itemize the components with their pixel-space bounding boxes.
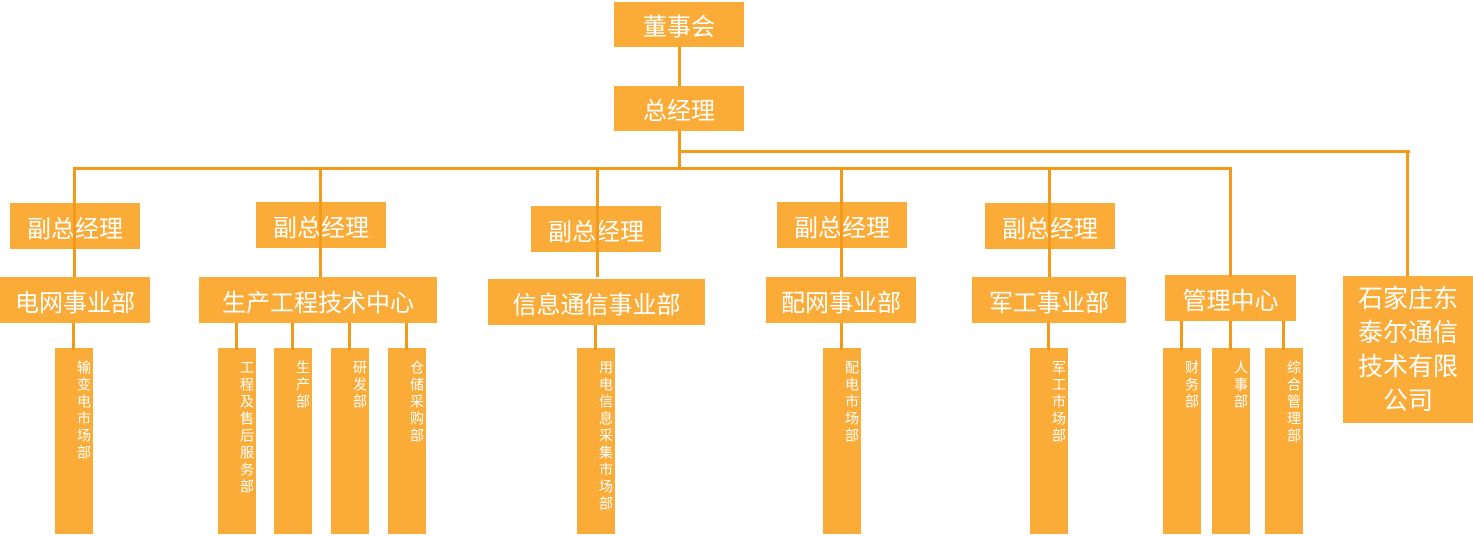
board-label: 董事会 [643, 13, 715, 41]
connector-line [1229, 167, 1232, 277]
connector-line [1047, 317, 1050, 350]
general-manager-box: 总经理 [614, 86, 744, 131]
department-box: 配电市场部 [823, 348, 861, 534]
board-box: 董事会 [614, 2, 744, 47]
department-box: 生产部 [274, 348, 312, 534]
department-box: 人事部 [1212, 348, 1250, 534]
general-manager-label: 总经理 [643, 97, 715, 125]
department-box: 研发部 [331, 348, 369, 534]
connector-line [594, 319, 597, 350]
division-label: 管理中心 [1182, 286, 1279, 315]
connector-line [319, 167, 322, 277]
department-label: 仓储采购部 [408, 360, 424, 445]
connector-line [291, 317, 294, 350]
connector-line [840, 167, 843, 277]
division-label: 信息通信事业部 [512, 290, 681, 319]
division-label: 军工事业部 [989, 288, 1109, 317]
department-box: 财务部 [1163, 348, 1201, 534]
connector-line [405, 317, 408, 350]
connector-line [1229, 315, 1232, 350]
division-box: 配网事业部 [766, 277, 916, 323]
division-box: 生产工程技术中心 [199, 277, 437, 323]
connector-line [678, 131, 681, 168]
department-label: 配电市场部 [843, 360, 859, 445]
connector-line [73, 167, 76, 277]
department-label: 生产部 [294, 360, 310, 411]
division-label: 电网事业部 [15, 288, 135, 317]
connector-line [235, 317, 238, 350]
division-box: 信息通信事业部 [488, 279, 705, 325]
connector-line [73, 167, 1232, 170]
department-label: 财务部 [1183, 360, 1199, 411]
subsidiary-box: 石家庄东泰尔通信技术有限公司 [1343, 276, 1473, 423]
department-box: 军工市场部 [1030, 348, 1068, 534]
division-box: 电网事业部 [0, 277, 150, 323]
department-label: 工程及售后服务部 [238, 360, 254, 496]
department-label: 综合管理部 [1285, 360, 1301, 445]
connector-line [1282, 315, 1285, 350]
department-label: 研发部 [351, 360, 367, 411]
connector-line [678, 47, 681, 86]
connector-line [840, 317, 843, 350]
division-label: 配网事业部 [781, 288, 901, 317]
division-box: 军工事业部 [972, 277, 1126, 323]
department-box: 仓储采购部 [388, 348, 426, 534]
department-label: 军工市场部 [1050, 360, 1066, 445]
division-label: 生产工程技术中心 [222, 288, 414, 317]
subsidiary-label: 石家庄东泰尔通信技术有限公司 [1357, 284, 1458, 415]
department-box: 输变电市场部 [55, 348, 93, 534]
connector-line [1406, 150, 1409, 276]
connector-line [678, 150, 1410, 153]
connector-line [348, 317, 351, 350]
connector-line [596, 167, 599, 277]
connector-line [72, 317, 75, 350]
department-label: 用电信息采集市场部 [597, 360, 613, 513]
department-label: 人事部 [1232, 360, 1248, 411]
department-box: 工程及售后服务部 [218, 348, 256, 534]
division-box: 管理中心 [1165, 275, 1296, 321]
connector-line [1048, 167, 1051, 277]
department-box: 综合管理部 [1265, 348, 1303, 534]
department-label: 输变电市场部 [75, 360, 91, 462]
department-box: 用电信息采集市场部 [577, 348, 615, 534]
connector-line [1180, 315, 1183, 350]
